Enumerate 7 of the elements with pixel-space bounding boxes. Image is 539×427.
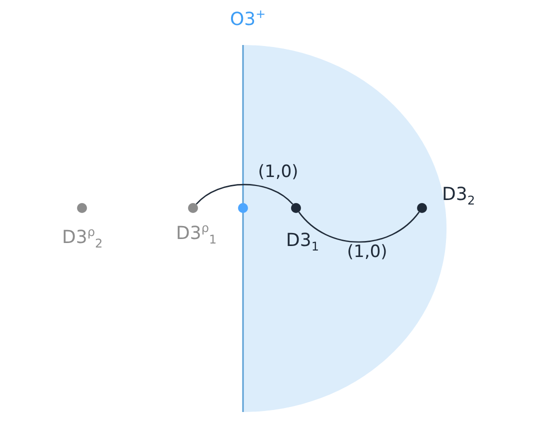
string-arc (196, 184, 294, 205)
string-arc (298, 212, 420, 243)
edge-label: (1,0) (258, 162, 298, 182)
edge-label: (1,0) (347, 242, 388, 262)
brane-label: D3$_{1}$ (286, 232, 319, 253)
plane-label: O3$^{+}$ (230, 8, 266, 29)
brane-label: D3$_{2}$ (442, 186, 475, 207)
